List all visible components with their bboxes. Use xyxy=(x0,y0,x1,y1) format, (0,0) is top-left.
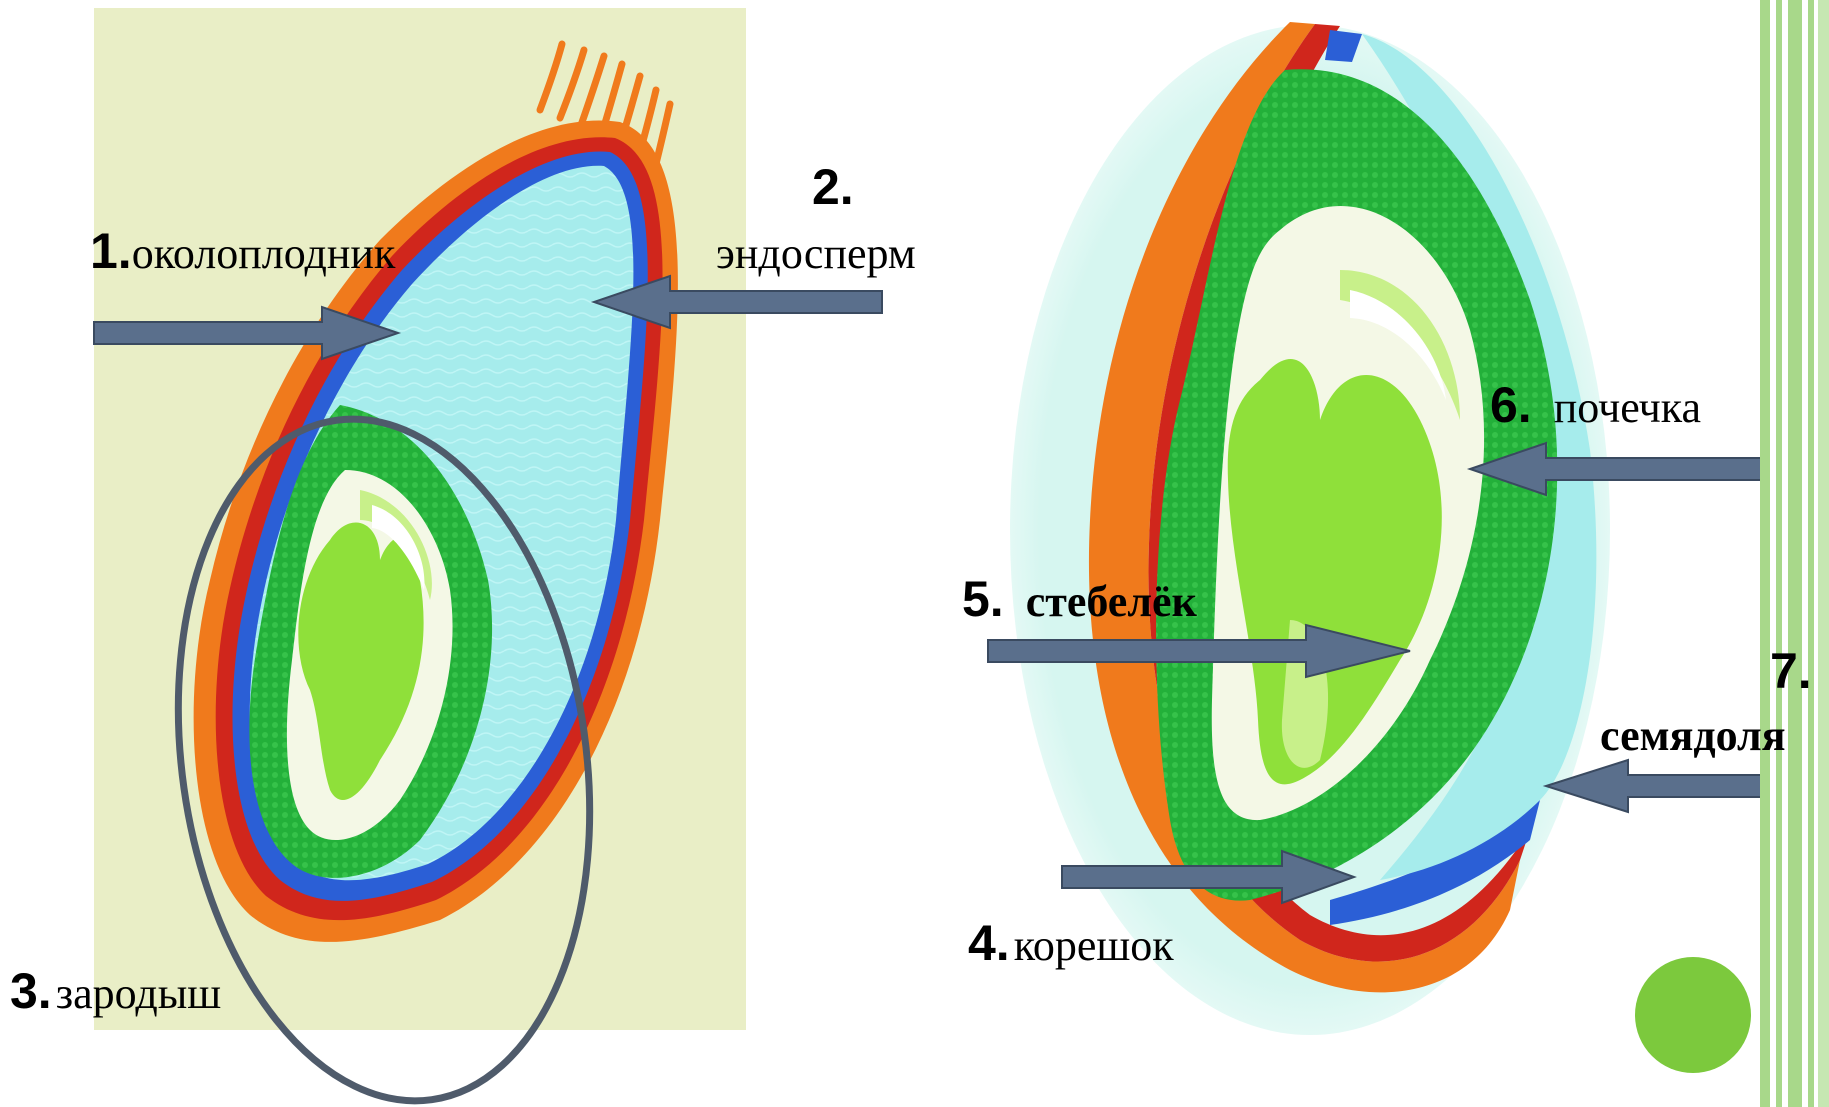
label-bud-text: почечка xyxy=(1554,383,1701,432)
label-root: 4. корешок xyxy=(968,918,1174,968)
label-cotyledon-number: 7. xyxy=(1770,646,1812,696)
label-endosperm-number: 2. xyxy=(812,162,854,212)
label-embryo-text: зародыш xyxy=(56,969,221,1018)
label-stem-number: 5. xyxy=(962,571,1004,627)
green-stripes-border xyxy=(1760,0,1829,1107)
label-root-number: 4. xyxy=(968,915,1010,971)
label-endosperm-text: эндосперм xyxy=(716,232,916,276)
label-stem: 5. стебелёк xyxy=(962,574,1197,624)
label-bud-number: 6. xyxy=(1490,377,1532,433)
left-seed xyxy=(94,8,746,1030)
label-stem-text: стебелёк xyxy=(1026,577,1197,626)
label-pericarp-text: околоплодник xyxy=(132,229,396,278)
label-bud: 6. почечка xyxy=(1490,380,1701,430)
label-cotyledon-text: семядоля xyxy=(1600,714,1786,758)
label-pericarp-number: 1. xyxy=(90,223,132,279)
label-root-text: корешок xyxy=(1014,921,1174,970)
label-pericarp: 1.околоплодник xyxy=(90,226,395,276)
green-circle-icon xyxy=(1635,957,1751,1073)
label-embryo: 3. зародыш xyxy=(10,966,221,1016)
label-embryo-number: 3. xyxy=(10,963,52,1019)
